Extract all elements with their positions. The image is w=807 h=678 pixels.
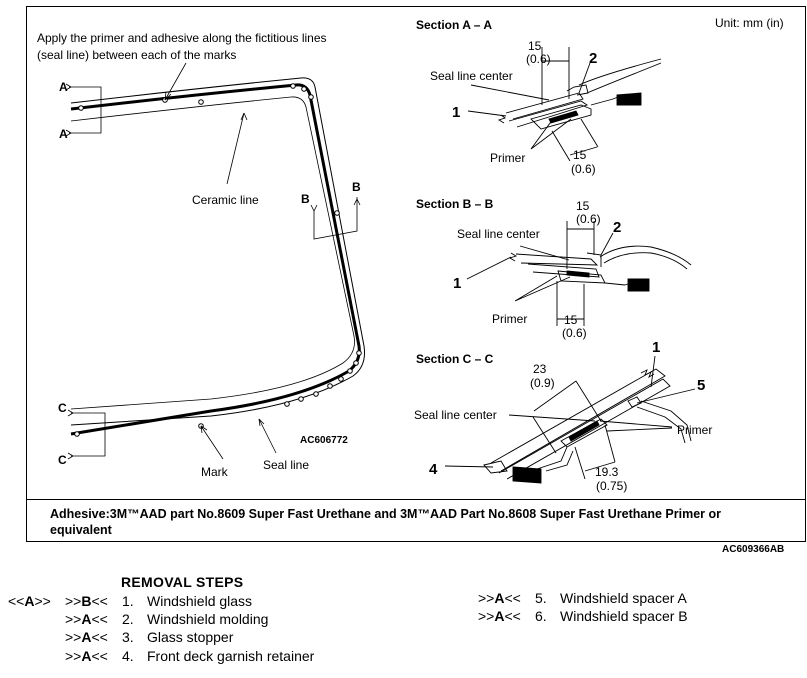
section-c-dim-top: 23 (533, 362, 547, 376)
step-ref-b[interactable]: >>A<< (65, 648, 108, 664)
section-a-dim-bottom: 15 (573, 148, 587, 162)
step-ref-b[interactable]: >>B<< (65, 593, 108, 609)
step-number: 1. (122, 593, 134, 609)
section-b-dim-bottom-in: (0.6) (562, 326, 587, 340)
section-mark-c-bottom: C (58, 453, 67, 467)
section-mark-a-bottom: A (59, 127, 68, 141)
section-a-primer: Primer (490, 151, 525, 165)
step-number: 6. (535, 608, 547, 624)
step-text: Glass stopper (147, 629, 234, 645)
windshield-diagram: Apply the primer and adhesive along the … (37, 16, 784, 493)
mark-label: Mark (201, 465, 229, 479)
step-number: 3. (122, 629, 134, 645)
removal-step-5: >>A<< 5. Windshield spacer A (478, 590, 687, 606)
step-number: 2. (122, 611, 134, 627)
section-b-drawing (466, 221, 692, 326)
section-c-title: Section C – C (416, 352, 494, 366)
section-mark-a-top: A (59, 80, 68, 94)
section-a-dim-top-in: (0.6) (526, 52, 551, 66)
section-b-primer: Primer (492, 312, 527, 326)
ceramic-line-path (70, 96, 355, 410)
step-text: Front deck garnish retainer (147, 648, 315, 664)
section-a-title: Section A – A (416, 18, 492, 32)
section-c-callout-4: 4 (429, 461, 438, 478)
section-b-callout-2: 2 (613, 219, 621, 236)
step-number: 4. (122, 648, 134, 664)
section-a-callout-2: 2 (589, 50, 597, 67)
step-text: Windshield glass (147, 593, 253, 609)
section-c-drawing (444, 355, 696, 484)
section-a-dim-top: 15 (528, 39, 542, 53)
step-ref-a[interactable]: <<A>> (8, 593, 51, 609)
removal-step-1: <<A>> >>B<< 1. Windshield glass (8, 593, 252, 609)
seal-line-label: Seal line (263, 458, 309, 472)
inner-figure-code: AC606772 (300, 435, 348, 446)
section-b-dim-top: 15 (576, 199, 590, 213)
section-cut-lines (65, 83, 361, 460)
section-a-seal-center: Seal line center (430, 69, 513, 83)
step-ref-b[interactable]: >>A<< (65, 611, 108, 627)
section-c-dim-bottom-in: (0.75) (596, 479, 627, 493)
step-ref-b[interactable]: >>A<< (478, 590, 521, 606)
section-c-callout-1: 1 (652, 339, 660, 356)
instruction-line-2: (seal line) between each of the marks (37, 48, 236, 62)
step-ref-b[interactable]: >>A<< (65, 629, 108, 645)
step-text: Windshield spacer A (560, 590, 687, 606)
step-number: 5. (535, 590, 547, 606)
section-mark-b-left: B (301, 192, 310, 206)
section-a-drawing (467, 47, 662, 162)
section-b-title: Section B – B (416, 197, 494, 211)
removal-steps-title: REMOVAL STEPS (121, 574, 244, 590)
section-b-callout-1: 1 (453, 275, 461, 292)
unit-label: Unit: mm (in) (715, 16, 784, 30)
ceramic-line-label: Ceramic line (192, 193, 259, 207)
section-mark-b-right: B (352, 180, 361, 194)
adhesive-note: Adhesive:3M™AAD part No.8609 Super Fast … (26, 499, 806, 542)
windshield-leaders (164, 62, 277, 460)
figure-code: AC609366AB (722, 544, 785, 555)
removal-step-6: >>A<< 6. Windshield spacer B (478, 608, 688, 624)
seal-line-marks (74, 83, 362, 437)
removal-step-4: >>A<< 4. Front deck garnish retainer (65, 648, 314, 664)
section-c-primer: Primer (677, 423, 712, 437)
section-b-seal-center: Seal line center (457, 227, 540, 241)
section-b-dim-bottom: 15 (564, 313, 578, 327)
section-mark-c-top: C (58, 401, 67, 415)
step-text: Windshield spacer B (560, 608, 688, 624)
windshield-diagram-frame: Apply the primer and adhesive along the … (26, 6, 806, 542)
removal-step-2: >>A<< 2. Windshield molding (65, 611, 268, 627)
instruction-line-1: Apply the primer and adhesive along the … (37, 31, 327, 45)
section-c-seal-center: Seal line center (414, 408, 497, 422)
seal-line-path (70, 83, 361, 436)
section-c-dim-top-in: (0.9) (530, 376, 555, 390)
section-c-callout-5: 5 (697, 377, 705, 394)
step-text: Windshield molding (147, 611, 269, 627)
section-b-dim-top-in: (0.6) (576, 212, 601, 226)
section-c-dim-bottom: 19.3 (595, 465, 619, 479)
removal-step-3: >>A<< 3. Glass stopper (65, 629, 233, 645)
step-ref-b[interactable]: >>A<< (478, 608, 521, 624)
windshield-glass-outline (70, 77, 365, 436)
section-a-callout-1: 1 (452, 104, 460, 121)
section-a-dim-bottom-in: (0.6) (571, 162, 596, 176)
